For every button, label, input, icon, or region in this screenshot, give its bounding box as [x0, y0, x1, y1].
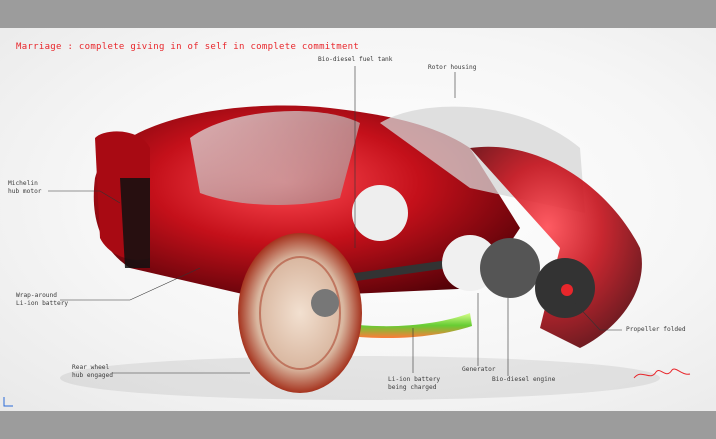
page-title: Marriage : complete giving in of self in… [16, 42, 360, 52]
drive-shaft [320, 257, 470, 286]
wheel-hub [311, 289, 339, 317]
rear-wheel [238, 233, 362, 393]
label-li-ion-battery-charged: Li-ion battery being charged [388, 376, 441, 391]
label-wrap-around-battery: Wrap-around Li-ion battery [16, 292, 69, 307]
floor-shadow [60, 356, 660, 400]
label-michelin-hub-motor: Michelin hub motor [8, 180, 42, 195]
label-generator: Generator [462, 366, 496, 373]
canopy-glass [190, 111, 360, 205]
designer-signature [633, 368, 691, 379]
label-propeller-folded: Propeller folded [626, 326, 686, 333]
label-bio-diesel-engine: Bio-diesel engine [492, 376, 556, 383]
propeller-shroud [470, 146, 642, 348]
fuel-tank-sphere [352, 185, 408, 241]
concept-car-illustration [48, 66, 660, 400]
left-tyre [120, 178, 150, 268]
callout-lines [48, 66, 622, 376]
concept-sketch-canvas: Marriage : complete giving in of self in… [0, 28, 716, 411]
axis-indicator-icon [3, 397, 13, 407]
label-bio-diesel-fuel-tank: Bio-diesel fuel tank [318, 56, 393, 63]
label-rear-wheel-hub: Rear wheel hub engaged [72, 364, 113, 379]
bio-diesel-engine [480, 238, 540, 298]
label-rotor-housing: Rotor housing [428, 64, 477, 71]
